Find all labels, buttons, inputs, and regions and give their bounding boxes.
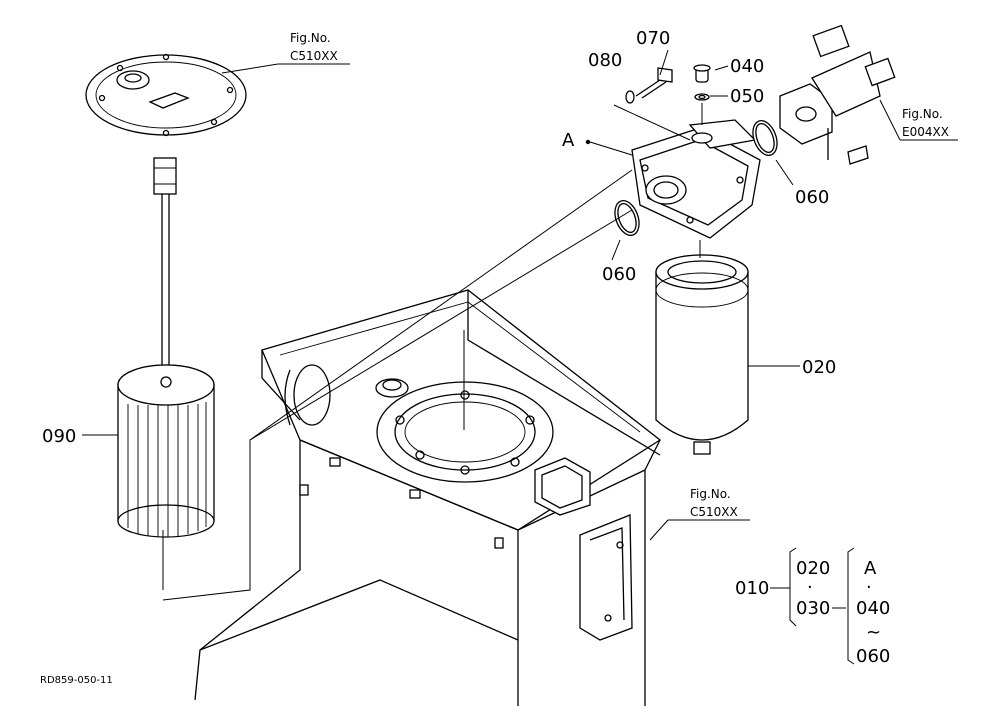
part-label-050: 050 xyxy=(730,86,764,107)
suction-filter-assembly xyxy=(85,53,247,538)
assembly-legend: 010 020 · 030 A · 040 ~ 060 xyxy=(735,547,890,667)
part-label-080: 080 xyxy=(588,50,622,71)
part-label-060-right: 060 xyxy=(795,187,829,208)
figure-reference-c510xx-bottom: Fig.No. C510XX xyxy=(690,487,738,519)
legend-sub2-dot: · xyxy=(866,577,872,598)
return-filter-assembly xyxy=(614,24,896,455)
legend-sub1-bottom: 030 xyxy=(796,598,830,619)
part-label-040: 040 xyxy=(730,56,764,77)
legend-sub2-top: A xyxy=(864,558,877,579)
fig-ref-line2: C510XX xyxy=(290,49,338,63)
part-label-060-left: 060 xyxy=(602,264,636,285)
legend-main: 010 xyxy=(735,578,769,599)
point-a-dot xyxy=(585,139,591,145)
figure-reference-e004xx: Fig.No. E004XX xyxy=(902,107,949,139)
part-label-020: 020 xyxy=(802,357,836,378)
legend-sub2-bottom: 060 xyxy=(856,646,890,667)
figure-reference-c510xx-top: Fig.No. C510XX xyxy=(290,31,338,63)
legend-sub2-mid: 040 xyxy=(856,598,890,619)
legend-sub1-dot: · xyxy=(807,577,813,598)
fig-ref-line1: Fig.No. xyxy=(290,31,331,45)
part-label-a: A xyxy=(562,130,575,151)
hydraulic-tank xyxy=(194,289,662,706)
leader-lines xyxy=(82,49,958,601)
part-label-070: 070 xyxy=(636,28,670,49)
drawing-code: RD859-050-11 xyxy=(40,675,113,686)
fig-ref-line2: E004XX xyxy=(902,125,949,139)
legend-sub2-tilde: ~ xyxy=(866,622,881,643)
fig-ref-line2: C510XX xyxy=(690,505,738,519)
legend-sub1-top: 020 xyxy=(796,558,830,579)
part-label-090: 090 xyxy=(42,426,76,447)
fig-ref-line1: Fig.No. xyxy=(902,107,943,121)
fig-ref-line1: Fig.No. xyxy=(690,487,731,501)
